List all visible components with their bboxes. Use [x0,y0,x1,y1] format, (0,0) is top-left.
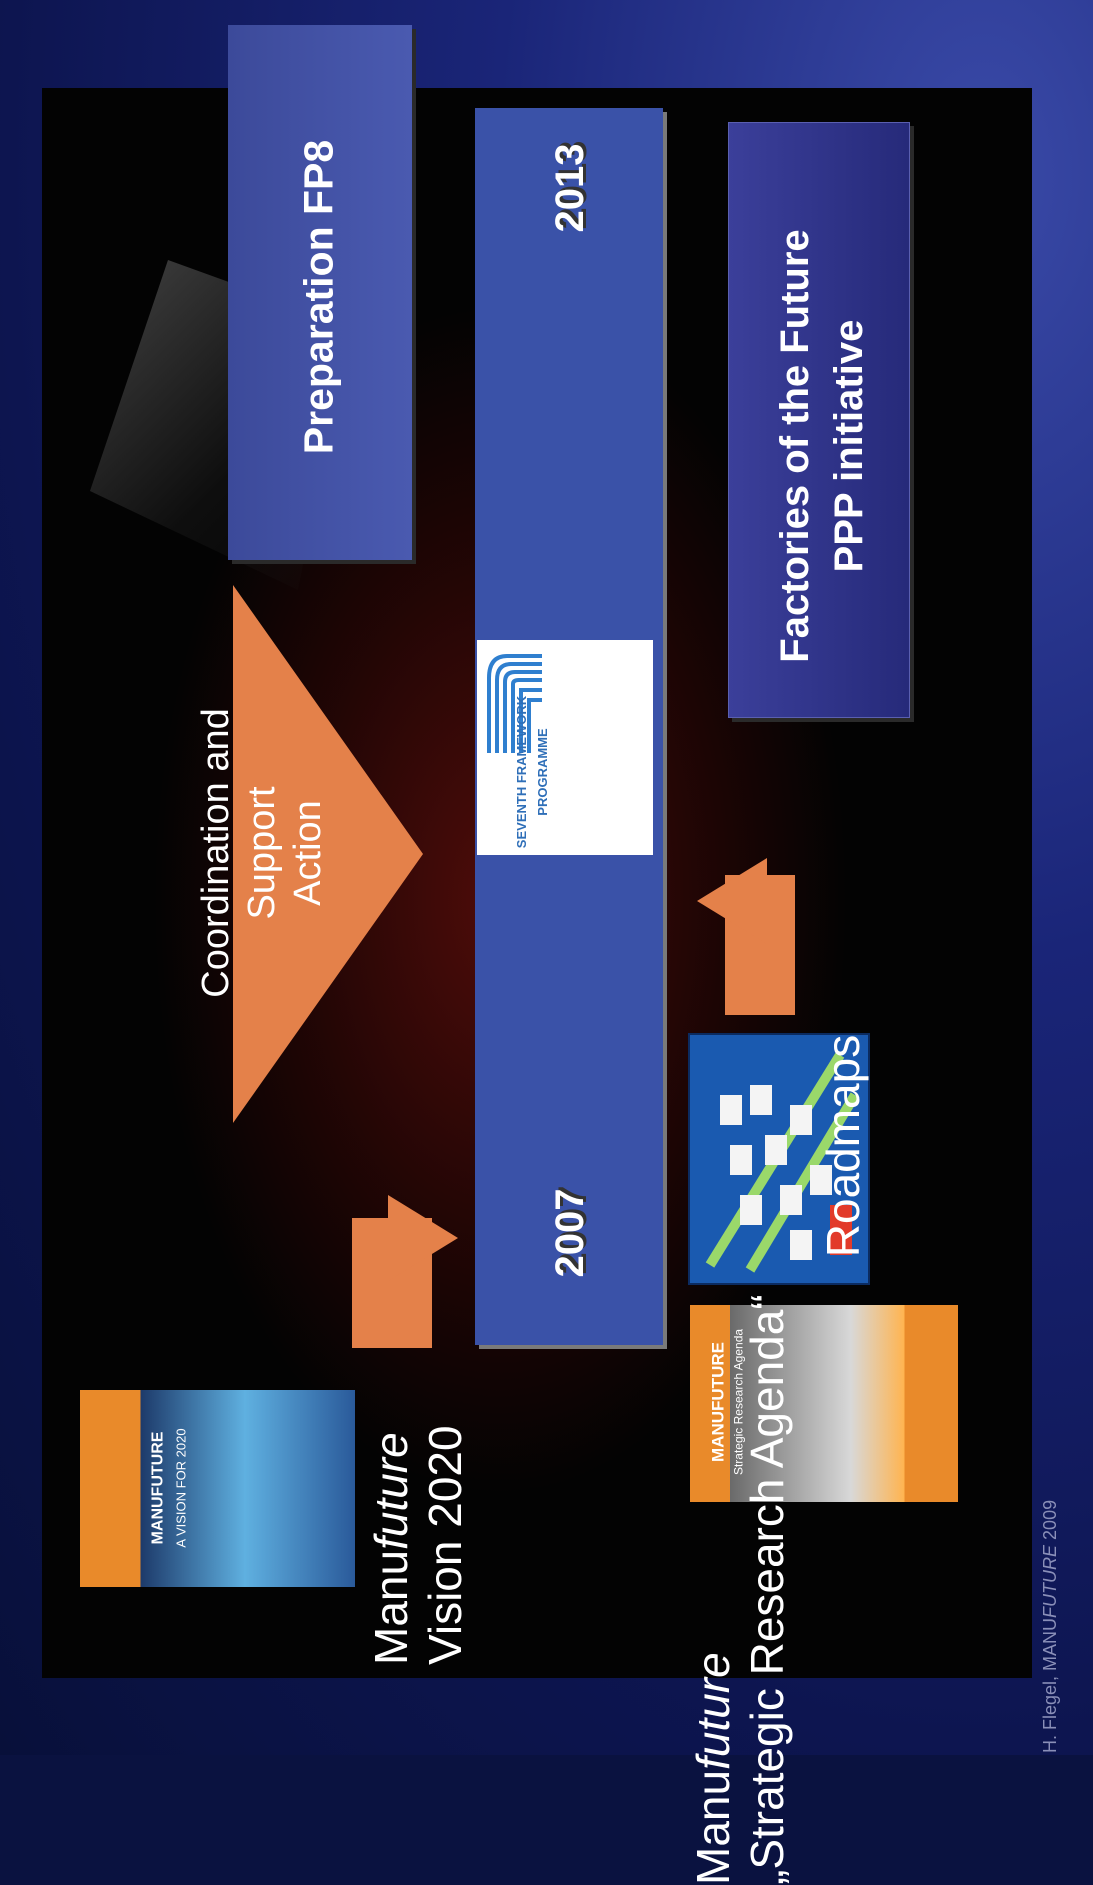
vision-cover-subtitle-text: A VISION FOR 2020 [173,1428,188,1548]
sra-label: Manufuture „Strategic Research Agenda“ [685,985,795,1885]
factories-line1: Factories of the Future [773,229,817,663]
sra-line2: „Strategic Research Agenda“ [741,1294,793,1885]
credit-text: H. Flegel, MANUFUTURE 2009 [1040,1500,1061,1753]
fp7-logo-line1: SEVENTH FRAMEWORK [513,695,529,849]
timeline-end-text: 2013 [547,143,592,233]
preparation-fp8-text: Preparation FP8 [295,139,341,455]
sra-manu: Manu [687,1769,739,1885]
roadmaps-cover [688,1033,870,1285]
roadmaps-diagram-graphic [705,1052,860,1273]
credit-author: H. Flegel, MANU [1039,1617,1060,1753]
timeline-end-year: 2013 [545,143,595,233]
fp7-logo-mark [487,654,542,753]
roadmaps-text: Roadmaps [817,1034,869,1258]
vision-2020-cover: MANUFUTURE A VISION FOR 2020 [80,1390,355,1587]
factories-of-the-future-box [728,122,910,718]
coordination-support-action-label: Coordination and Support Action [192,643,332,1063]
credit-brand: FUTURE [1039,1544,1060,1618]
vision-cover-title-text: MANUFUTURE [149,1431,167,1545]
vision-2020-label: Manufuture Vision 2020 [363,1335,473,1665]
vision-line2: Vision 2020 [419,1425,471,1665]
credit-year: 2009 [1039,1499,1060,1540]
arrow-vision-to-fp7-shaft [352,1218,388,1258]
csa-line2: Support [241,786,283,920]
sra-cover: MANUFUTURE Strategic Research Agenda [690,1305,958,1502]
sra-future: future [687,1652,739,1770]
timeline-start-year: 2007 [545,1188,595,1278]
roadmaps-label: Roadmaps [815,1031,871,1261]
fp7-logo-text-2: PROGRAMME [530,727,554,817]
fp7-logo: SEVENTH FRAMEWORK PROGRAMME [477,640,653,855]
factories-of-the-future-label: Factories of the Future PPP initiative [768,166,876,726]
timeline-start-text: 2007 [547,1188,592,1278]
vision-cover-subtitle: A VISION FOR 2020 [168,1390,194,1587]
preparation-fp8-label: Preparation FP8 [294,30,344,565]
vision-future: future [365,1432,417,1550]
preparation-fp8-box [228,25,412,560]
vision-line1: Manufuture [364,1432,418,1665]
credit-line: H. Flegel, MANUFUTURE 2009 [1037,1453,1063,1753]
fp7-logo-line2: PROGRAMME [534,728,550,816]
vision-manu: Manu [365,1549,417,1665]
csa-line3: Action [287,800,329,906]
factories-line2: PPP initiative [827,319,871,573]
csa-line1: Coordination and [195,708,237,998]
sra-line1: Manufuture [686,1652,740,1885]
